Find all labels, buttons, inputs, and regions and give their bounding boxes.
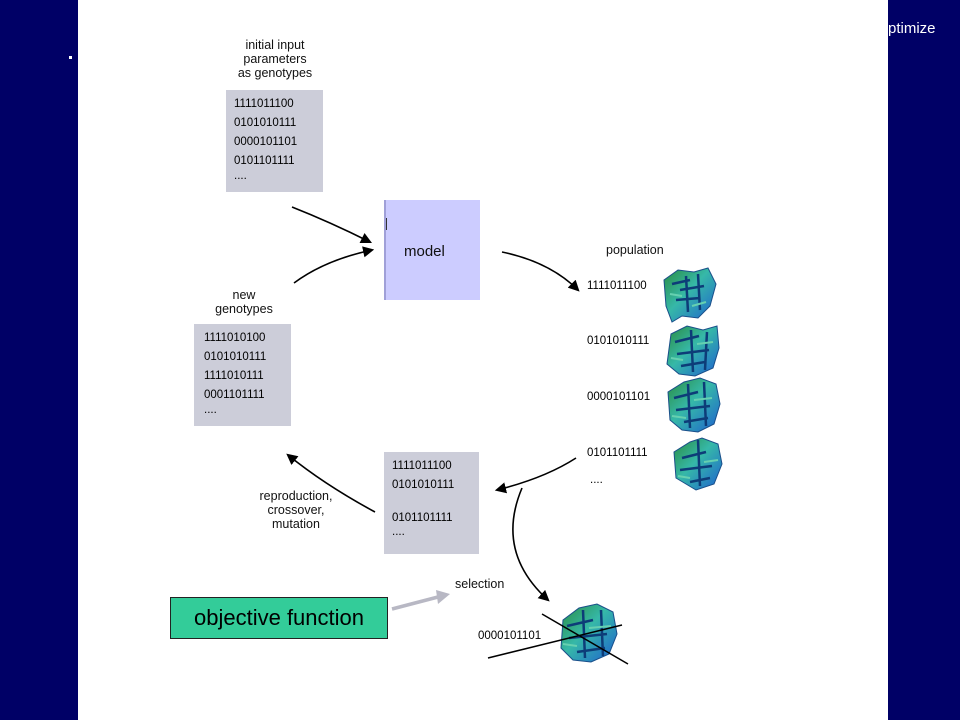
arrow-icon bbox=[391, 595, 439, 611]
bullet-dot bbox=[69, 56, 72, 59]
genotype-code: .... bbox=[392, 526, 405, 538]
selected-code-list: 1111011100 0101010111 0101101111 .... bbox=[392, 459, 454, 539]
new-genotypes-label-line: new bbox=[232, 288, 256, 302]
reproduction-label-line: reproduction, bbox=[259, 489, 333, 503]
genotype-code: 1111010111 bbox=[204, 370, 264, 382]
initial-label-line: as genotypes bbox=[237, 66, 313, 80]
reproduction-label-line: mutation bbox=[272, 517, 320, 531]
genotype-code: 0101101111 bbox=[234, 155, 295, 167]
initial-genotype-box bbox=[226, 90, 323, 192]
rejected-code: 0000101101 bbox=[478, 630, 542, 642]
new-genotypes-label-line: genotypes bbox=[215, 302, 273, 316]
initial-label: initial input parameters as genotypes bbox=[210, 38, 340, 80]
structure-render-icon bbox=[663, 267, 717, 323]
genotype-code: 0000101101 bbox=[234, 136, 298, 148]
population-code: 0101101111 bbox=[587, 447, 648, 459]
selected-genotype-box bbox=[384, 452, 479, 554]
structure-render-icon bbox=[673, 437, 723, 491]
new-genotype-box bbox=[194, 324, 291, 426]
genotype-code: 1111010100 bbox=[204, 332, 266, 344]
population-label: population bbox=[606, 243, 664, 257]
new-code-list: 1111010100 0101010111 1111010111 0001101… bbox=[204, 331, 266, 417]
population-code: 1111011100 bbox=[587, 280, 647, 292]
population-code: 0000101101 bbox=[587, 391, 651, 403]
model-label: model bbox=[404, 243, 445, 260]
genotype-code: 0101010111 bbox=[392, 479, 455, 491]
objective-function-box: objective function bbox=[170, 597, 388, 639]
arrow-icon bbox=[291, 206, 373, 244]
genotype-code: 0001101111 bbox=[204, 389, 265, 401]
genotype-code: 1111011100 bbox=[234, 98, 294, 110]
population-code: 0101010111 bbox=[587, 335, 650, 347]
new-genotypes-label: new genotypes bbox=[200, 288, 288, 316]
structure-render-icon bbox=[667, 377, 721, 433]
population-code: .... bbox=[590, 474, 603, 486]
arrow-icon bbox=[494, 457, 577, 494]
arrow-icon bbox=[286, 453, 376, 513]
arrow-icon bbox=[436, 590, 450, 604]
model-box bbox=[384, 200, 480, 300]
cross-out-icon bbox=[487, 613, 629, 665]
reproduction-label-line: crossover, bbox=[267, 503, 325, 517]
initial-label-line: parameters bbox=[243, 52, 307, 66]
initial-code-list: 1111011100 0101010111 0000101101 0101101… bbox=[234, 97, 297, 183]
header-partial-text: ptimize bbox=[888, 20, 936, 37]
genotype-code: 1111011100 bbox=[392, 460, 452, 472]
genotype-code: .... bbox=[234, 170, 247, 182]
genotype-code: 0101101111 bbox=[392, 512, 453, 524]
genotype-code: 0101010111 bbox=[234, 117, 297, 129]
arrow-icon bbox=[293, 246, 375, 284]
selection-label: selection bbox=[455, 577, 505, 591]
genotype-code: 0101010111 bbox=[204, 351, 267, 363]
structure-render-icon bbox=[666, 325, 720, 377]
arrow-icon bbox=[512, 487, 550, 602]
reproduction-label: reproduction, crossover, mutation bbox=[236, 489, 356, 531]
initial-label-line: initial input bbox=[245, 38, 305, 52]
model-tick bbox=[386, 218, 387, 230]
arrow-icon bbox=[501, 251, 580, 292]
genotype-code: .... bbox=[204, 404, 217, 416]
